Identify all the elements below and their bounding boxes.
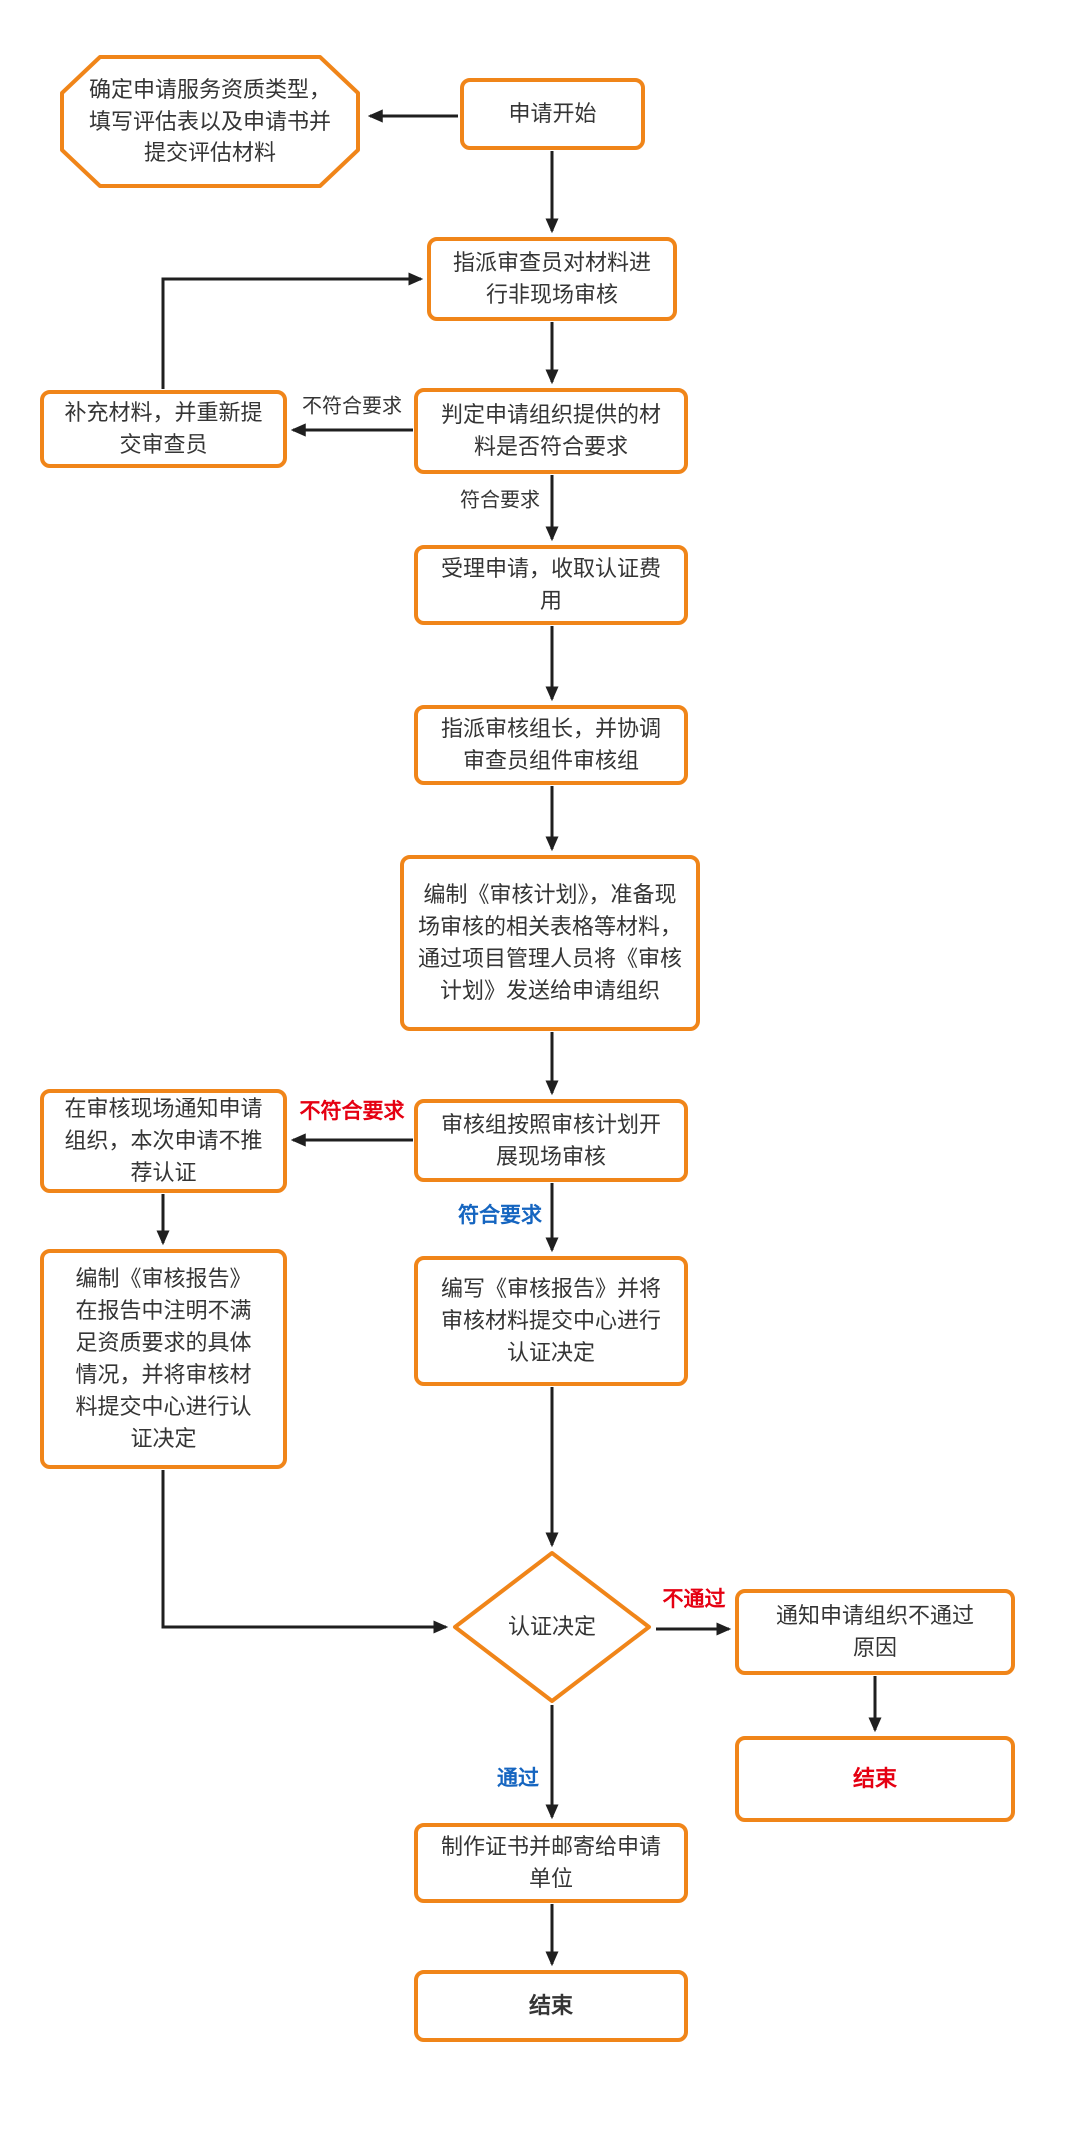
node-label: 编制《审核报告》在报告中注明不满足资质要求的具体情况，并将审核材料提交中心进行认… xyxy=(75,1266,252,1451)
node-decision: 认证决定 xyxy=(452,1550,652,1704)
node-label: 指派审查员对材料进行非现场审核 xyxy=(452,250,651,307)
node-report-pass: 编写《审核报告》并将审核材料提交中心进行认证决定 xyxy=(414,1256,688,1386)
node-label: 补充材料，并重新提交审查员 xyxy=(64,400,263,457)
node-end-fail: 结束 xyxy=(735,1736,1015,1822)
node-judge-materials: 判定申请组织提供的材料是否符合要求 xyxy=(414,388,688,474)
edge-label-not-meet-onsite: 不符合要求 xyxy=(299,1100,405,1123)
node-label: 通知申请组织不通过原因 xyxy=(775,1603,974,1660)
node-label: 审核组按照审核计划开展现场审核 xyxy=(440,1111,661,1169)
node-start: 申请开始 xyxy=(460,78,645,150)
node-label: 申请开始 xyxy=(508,101,597,127)
node-assign-team-lead: 指派审核组长，并协调审查员组件审核组 xyxy=(414,705,688,785)
node-label: 结束 xyxy=(528,1993,573,2019)
node-make-certificate: 制作证书并邮寄给申请单位 xyxy=(414,1823,688,1903)
diamond-shape xyxy=(453,1551,651,1703)
arrow-report-fail-to-decision xyxy=(161,1470,449,1634)
node-prepare-materials: 确定申请服务资质类型，填写评估表以及申请书并提交评估材料 xyxy=(60,55,360,188)
node-label: 编制《审核计划》，准备现场审核的相关表格等材料，通过项目管理人员将《审核计划》发… xyxy=(418,882,683,1003)
node-label: 确定申请服务资质类型，填写评估表以及申请书并提交评估材料 xyxy=(88,76,331,166)
node-label: 受理申请，收取认证费用 xyxy=(440,556,661,613)
node-label: 制作证书并邮寄给申请单位 xyxy=(440,1834,661,1891)
node-supplement: 补充材料，并重新提交审查员 xyxy=(40,390,287,468)
node-assign-reviewer: 指派审查员对材料进行非现场审核 xyxy=(427,237,677,321)
node-report-fail: 编制《审核报告》在报告中注明不满足资质要求的具体情况，并将审核材料提交中心进行认… xyxy=(40,1249,287,1469)
node-label: 判定申请组织提供的材料是否符合要求 xyxy=(440,402,661,459)
node-notify-fail-reason: 通知申请组织不通过原因 xyxy=(735,1589,1015,1675)
node-label: 认证决定 xyxy=(507,1614,596,1640)
edge-label-fail: 不通过 xyxy=(662,1588,726,1611)
node-notify-not-recommend: 在审核现场通知申请组织，本次申请不推荐认证 xyxy=(40,1089,287,1193)
arrow-supplement-to-assign-reviewer xyxy=(161,272,424,389)
node-label: 编写《审核报告》并将审核材料提交中心进行认证决定 xyxy=(440,1276,661,1365)
edge-label-meet-onsite: 符合要求 xyxy=(458,1204,542,1227)
edge-label-meet-requirements: 符合要求 xyxy=(460,489,540,512)
node-label: 指派审核组长，并协调审查员组件审核组 xyxy=(440,716,661,773)
node-make-plan: 编制《审核计划》，准备现场审核的相关表格等材料，通过项目管理人员将《审核计划》发… xyxy=(400,855,700,1031)
edge-label-not-meet-requirements: 不符合要求 xyxy=(302,395,402,418)
node-end: 结束 xyxy=(414,1970,688,2042)
node-onsite-audit: 审核组按照审核计划开展现场审核 xyxy=(414,1099,688,1182)
node-accept: 受理申请，收取认证费用 xyxy=(414,545,688,625)
octagon-shape xyxy=(60,55,360,188)
node-label: 在审核现场通知申请组织，本次申请不推荐认证 xyxy=(64,1096,263,1185)
edge-label-pass: 通过 xyxy=(497,1767,539,1790)
node-label: 结束 xyxy=(852,1766,897,1792)
